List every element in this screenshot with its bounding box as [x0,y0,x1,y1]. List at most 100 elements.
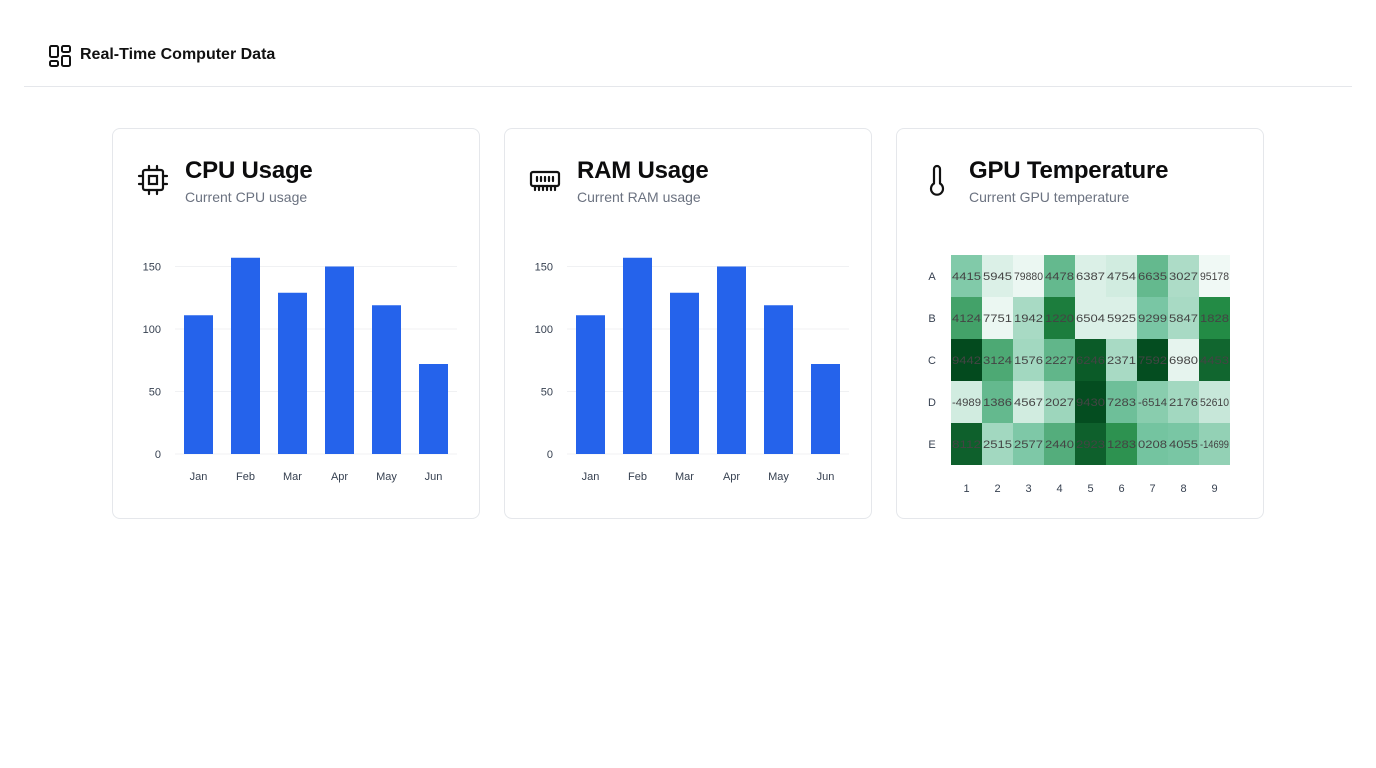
app-title: Real-Time Computer Data [80,46,276,63]
cell-value: 4478 [1045,271,1074,283]
cell-value: 2176 [1169,397,1198,409]
bar [717,266,746,454]
bar [419,364,448,454]
heatmap-cell [1137,339,1168,381]
heatmap-cell [1013,297,1044,339]
heatmap-cell [1199,255,1230,297]
cell-value: -6514 [1138,397,1167,409]
column-label: 6 [1118,483,1124,495]
cell-value: 4124 [952,313,981,325]
bar [576,315,605,454]
x-tick-label: Apr [331,471,348,483]
cell-value: 95178 [1200,271,1229,283]
card-title: RAM Usage [577,157,709,184]
y-tick-label: 100 [535,324,553,336]
x-tick-label: Jan [582,471,600,483]
row-label: B [928,313,935,325]
x-tick-label: Mar [283,471,302,483]
heatmap-cell [1106,255,1137,297]
heatmap-cell [982,381,1013,423]
heatmap-cell [982,297,1013,339]
card-subtitle: Current RAM usage [577,189,701,205]
y-tick-label: 150 [143,262,161,274]
cell-value: 4453 [1200,355,1229,367]
heatmap-cell [1106,297,1137,339]
bar [325,266,354,454]
y-tick-label: 50 [541,387,553,399]
cell-value: 4567 [1014,397,1043,409]
heatmap-cell [1044,381,1075,423]
heatmap-cell [982,255,1013,297]
heatmap-cell [1013,423,1044,465]
thermometer-icon [929,164,945,196]
cell-value: 2027 [1045,397,1074,409]
heatmap-cell [1044,255,1075,297]
heatmap-cell [982,339,1013,381]
cell-value: 7592 [1138,355,1167,367]
cell-value: -14699 [1200,439,1229,451]
cell-value: 5925 [1107,313,1136,325]
column-label: 3 [1025,483,1031,495]
card-subtitle: Current GPU temperature [969,189,1130,205]
cell-value: 6504 [1076,313,1105,325]
bar [278,292,307,454]
heatmap-cell [1137,381,1168,423]
heatmap-cell [951,339,982,381]
cell-value: 6387 [1076,271,1105,283]
cell-value: 5945 [983,271,1012,283]
bar [231,257,260,454]
x-tick-label: Jun [425,471,443,483]
heatmap-cell [1044,339,1075,381]
heatmap-cell [951,423,982,465]
heatmap-cell [1168,297,1199,339]
cell-value: 7283 [1107,397,1136,409]
column-label: 7 [1149,483,1155,495]
cell-value: 1283 [1107,439,1136,451]
cell-value: 52610 [1200,397,1229,409]
cell-value: 2923 [1076,439,1105,451]
column-label: 2 [994,483,1000,495]
gpu-card: GPU Temperature Current GPU temperature … [896,128,1264,519]
cell-value: 2577 [1014,439,1043,451]
heatmap-cell [1199,339,1230,381]
heatmap-cell [1168,381,1199,423]
heatmap-cell [1106,339,1137,381]
cell-value: 4055 [1169,439,1198,451]
bar [764,305,793,454]
cell-value: 9299 [1138,313,1167,325]
y-tick-label: 50 [149,387,161,399]
heatmap-cell [1106,423,1137,465]
cell-value: 4754 [1107,271,1136,283]
x-tick-label: Jun [817,471,835,483]
x-tick-label: May [768,471,789,483]
cell-value: 3124 [983,355,1012,367]
heatmap-cell [982,423,1013,465]
cell-value: 1942 [1014,313,1043,325]
bar [623,257,652,454]
heatmap-cell [1199,297,1230,339]
cell-value: 79880 [1014,271,1043,283]
heatmap-cell [1168,255,1199,297]
heatmap-cell [1137,297,1168,339]
cell-value: 0208 [1138,439,1167,451]
y-tick-label: 100 [143,324,161,336]
cell-value: 2227 [1045,355,1074,367]
heatmap-cell [1075,255,1106,297]
cell-value: 1828 [1200,313,1229,325]
x-tick-label: Feb [236,471,255,483]
cell-value: 7751 [983,313,1012,325]
cell-value: 9442 [952,355,981,367]
bar [184,315,213,454]
cell-value: 4415 [952,271,981,283]
heatmap-cell [1137,423,1168,465]
row-label: D [928,397,936,409]
heatmap-cell [1199,381,1230,423]
heatmap-cell [1044,423,1075,465]
bar [670,292,699,454]
bar [372,305,401,454]
column-label: 9 [1211,483,1217,495]
heatmap-cell [1106,381,1137,423]
